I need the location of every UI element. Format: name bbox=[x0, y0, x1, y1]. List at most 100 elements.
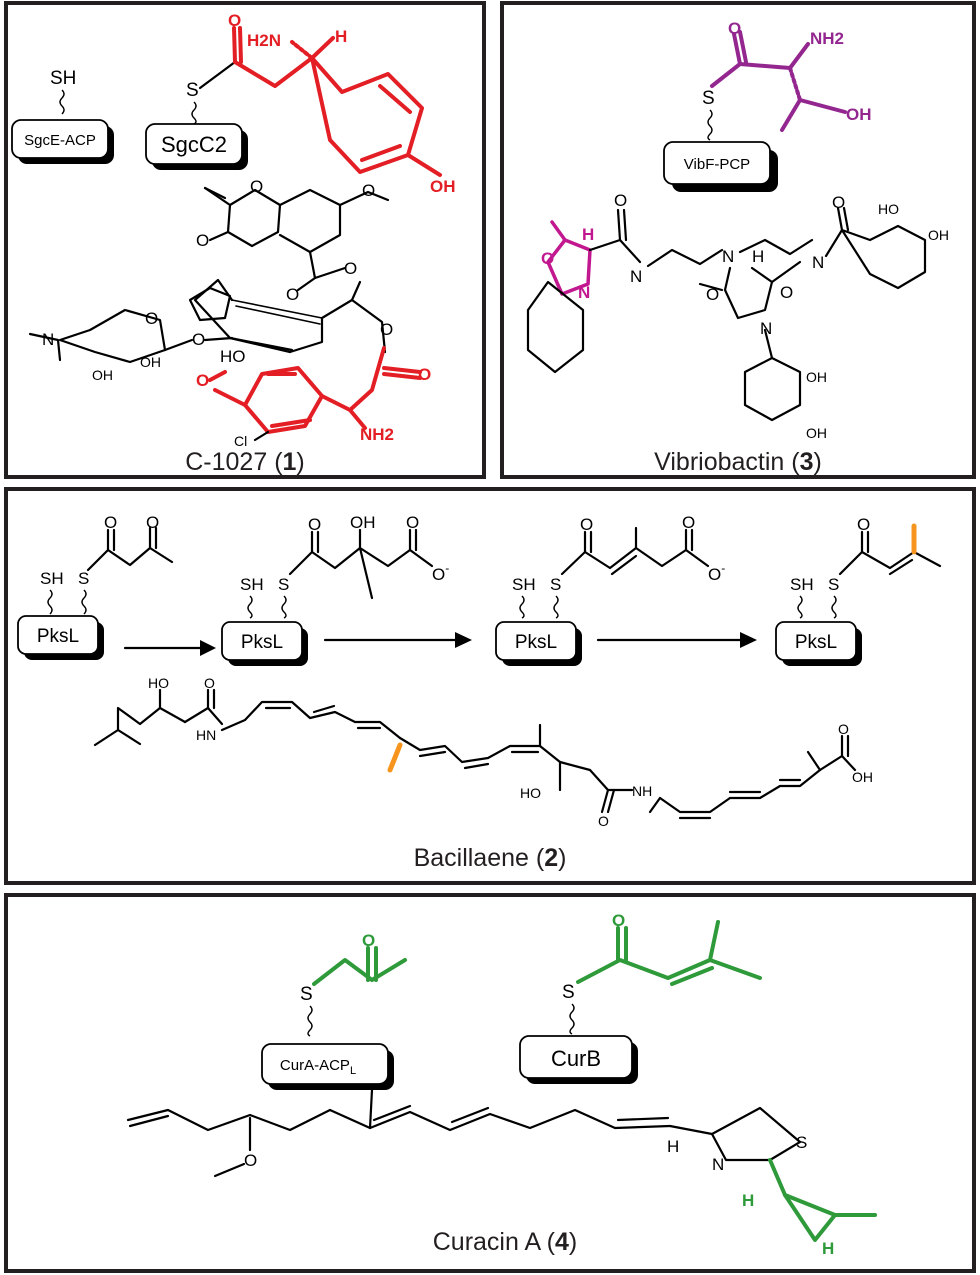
ominus-label: O- bbox=[432, 561, 449, 584]
thiazoline-s-label: S bbox=[796, 1133, 807, 1152]
core-bond bbox=[288, 280, 362, 354]
methyl-bond bbox=[780, 98, 802, 132]
panel-curacin-border bbox=[4, 893, 976, 1273]
wavy-bond bbox=[569, 1003, 575, 1035]
ester-o-label: O bbox=[286, 285, 299, 304]
pksl-hmg: SH S PksL O OH O O- bbox=[221, 513, 449, 666]
acid-oh-label: OH bbox=[852, 769, 873, 785]
wavy-bond bbox=[797, 595, 803, 619]
oh-label: OH bbox=[846, 105, 872, 124]
cl-bond bbox=[253, 430, 270, 442]
ester-o-bond bbox=[313, 266, 347, 280]
sgce-acp-label: SgcE-ACP bbox=[24, 132, 96, 149]
thiazoline-h-label: H bbox=[667, 1137, 679, 1156]
coumarin-fragment: O O O O O bbox=[196, 177, 390, 304]
carrier-box bbox=[261, 1043, 389, 1085]
polyene-methyl bbox=[648, 796, 662, 814]
acyl-chain bbox=[838, 550, 942, 576]
ho-label: HO bbox=[220, 347, 246, 366]
threonyl-thioester: S O NH2 OH VibF-PCP bbox=[663, 19, 872, 192]
curb-label: CurB bbox=[551, 1046, 601, 1071]
beta-tyrosyl-thioester: O H2N H OH bbox=[198, 11, 456, 196]
vibf-pcp-label: VibF-PCP bbox=[684, 156, 750, 173]
panel-c1027-border bbox=[4, 1, 486, 479]
phenol-ring bbox=[310, 56, 424, 174]
wavy-bond bbox=[281, 595, 287, 619]
sh-label: SH bbox=[40, 569, 64, 588]
carrier-box bbox=[495, 621, 577, 661]
methyl-bond bbox=[358, 546, 374, 600]
carboxylate-bond bbox=[684, 548, 710, 568]
enediyne-core: O bbox=[188, 278, 393, 354]
ester-o-label: O bbox=[418, 365, 431, 384]
wavy-bond bbox=[81, 589, 87, 615]
h-bond bbox=[310, 36, 335, 60]
s-label: S bbox=[702, 88, 715, 109]
sgcc2-label: SgcC2 bbox=[161, 132, 227, 157]
carbonyl-2 bbox=[408, 528, 418, 552]
sh-label: SH bbox=[790, 575, 814, 594]
oh-bond bbox=[406, 153, 442, 177]
triene-doubles bbox=[372, 1104, 670, 1124]
carbonyl-2 bbox=[148, 526, 158, 550]
pksl-label: PksL bbox=[795, 632, 837, 653]
o1-label: O bbox=[308, 515, 321, 534]
s-label: S bbox=[186, 80, 199, 101]
carbonyl-bond bbox=[232, 26, 243, 64]
carbonyl-bond bbox=[732, 30, 748, 66]
s-label: S bbox=[278, 575, 289, 594]
aryl-ether-bond bbox=[213, 388, 247, 407]
methyl-highlight bbox=[387, 742, 403, 773]
arrowhead-1 bbox=[200, 640, 216, 656]
oh-label: OH bbox=[430, 177, 456, 196]
catechol-ring-1 bbox=[840, 224, 927, 290]
polyene-double-2 bbox=[418, 750, 540, 770]
ester-o2-label: O bbox=[344, 259, 357, 278]
carbonyl-1 bbox=[583, 530, 593, 554]
alpha-c-bond bbox=[738, 42, 810, 70]
ox2-n-label: N bbox=[760, 319, 772, 338]
carbonyl-bond bbox=[366, 946, 378, 982]
thiazoline-ring bbox=[710, 1106, 802, 1162]
stereo-hash bbox=[788, 66, 802, 102]
cura-acp-acetyl: S O CurA-ACPL bbox=[261, 931, 407, 1090]
ring-o-label: O bbox=[250, 177, 263, 196]
caption-c1027: C-1027 (1) bbox=[185, 448, 305, 476]
arrowhead-3 bbox=[740, 632, 757, 648]
amide-n-label: N bbox=[630, 267, 642, 286]
n-label: N bbox=[42, 330, 54, 349]
wavy-bond bbox=[191, 101, 197, 125]
arrowhead-2 bbox=[455, 632, 472, 648]
curb-dimethylacryloyl: S O CurB bbox=[519, 911, 762, 1084]
amide2-o-label: O bbox=[832, 193, 845, 212]
lactone-o-label: O bbox=[380, 320, 393, 339]
s-c-bond bbox=[710, 62, 742, 88]
acid-carbonyl bbox=[818, 734, 850, 772]
acid-methyl bbox=[806, 750, 822, 772]
amide-n-bond bbox=[206, 706, 224, 726]
carrier-box bbox=[775, 621, 857, 661]
nh2-bond bbox=[348, 408, 367, 430]
chlorobenzoxazine: HO O O NH2 Cl bbox=[196, 346, 431, 449]
sh-label: SH bbox=[512, 575, 536, 594]
methoxy-bond bbox=[338, 190, 390, 207]
ox2-h-label: H bbox=[752, 247, 764, 266]
panel-bacillaene-border bbox=[4, 487, 976, 885]
pksl-glutaconyl: SH S PksL O O O- bbox=[495, 513, 725, 666]
polyene-chain-1 bbox=[220, 700, 402, 740]
o2-label: O bbox=[406, 513, 419, 532]
dimethylamino-bond bbox=[28, 332, 62, 362]
cyclopropane-link bbox=[768, 1158, 787, 1197]
ester-bond bbox=[296, 250, 317, 292]
carboxylate-bond bbox=[408, 548, 434, 568]
carrier-box bbox=[145, 123, 243, 165]
cp-h1-label: H bbox=[742, 1191, 754, 1210]
hydroxy-chain bbox=[538, 744, 562, 792]
ho2-label: HO bbox=[520, 785, 541, 801]
sugar-o-label: O bbox=[145, 309, 158, 328]
polyene-chain-3 bbox=[658, 768, 822, 814]
carbonyl-bond bbox=[616, 926, 628, 962]
ox2-o-label: O bbox=[780, 283, 793, 302]
o-label: O bbox=[728, 19, 741, 38]
o2-label: O bbox=[682, 513, 695, 532]
